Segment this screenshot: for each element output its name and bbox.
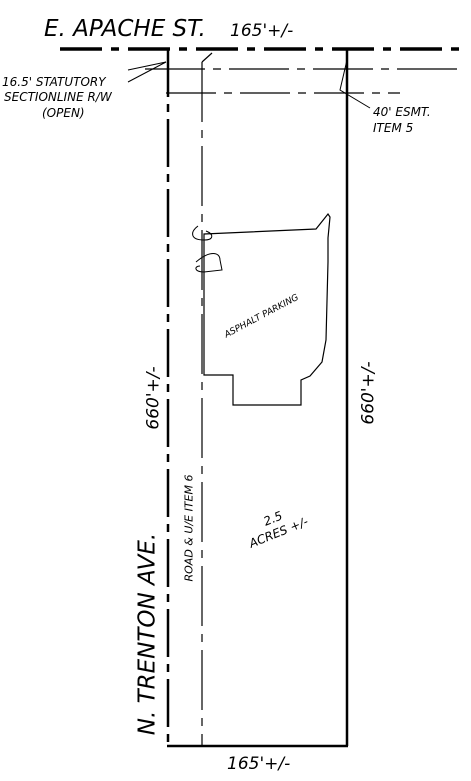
easement-note-line-2: ITEM 5 bbox=[373, 121, 414, 135]
street-name-west: N. TRENTON AVE. bbox=[134, 532, 161, 736]
road-easement-label: ROAD & U/E ITEM 6 bbox=[182, 474, 196, 582]
dimension-left: 660'+/- bbox=[143, 366, 164, 430]
dimension-top: 165'+/- bbox=[230, 21, 294, 41]
row-leader-line bbox=[127, 61, 167, 83]
entry-mark-bottom bbox=[195, 253, 223, 273]
road-easement-top bbox=[201, 52, 213, 63]
dimension-bottom: 165'+/- bbox=[227, 754, 291, 774]
easement-leader-line bbox=[339, 59, 371, 109]
street-name-north: E. APACHE ST. bbox=[44, 16, 206, 42]
row-note-line-1: 16.5' STATUTORY bbox=[2, 75, 106, 89]
dimension-right: 660'+/- bbox=[358, 361, 379, 425]
entry-mark-top bbox=[192, 225, 213, 241]
easement-note-line-1: 40' ESMT. bbox=[373, 105, 431, 119]
row-note-line-3: (OPEN) bbox=[42, 106, 85, 120]
asphalt-parking-outline bbox=[203, 212, 331, 406]
row-note-line-2: SECTIONLINE R/W bbox=[4, 90, 112, 104]
